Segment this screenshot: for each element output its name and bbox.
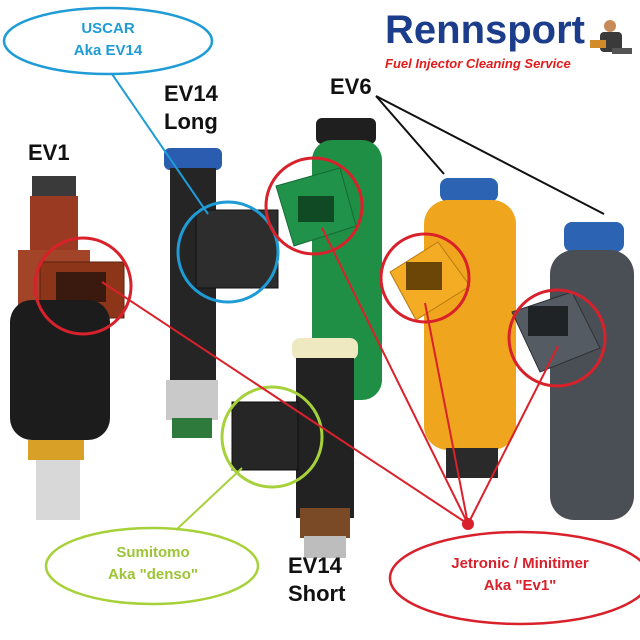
- label-ev1: EV1: [28, 140, 70, 165]
- sumitomo-connector-circle: [220, 385, 324, 489]
- jetronic-line1: Jetronic / Minitimer: [451, 555, 589, 572]
- uscar-line2: Aka EV14: [73, 42, 143, 59]
- uscar-pointer-line: [111, 73, 209, 215]
- label-ev6: EV6: [330, 74, 372, 99]
- label-ev14-long-line1: EV14: [164, 81, 218, 106]
- label-ev14-short-line2: Short: [288, 581, 346, 606]
- brand-tagline: Fuel Injector Cleaning Service: [385, 56, 571, 71]
- jetronic-hub-dot: [462, 518, 474, 530]
- jetronic-bubble: [388, 530, 640, 626]
- ev6-grey-injector: [511, 222, 634, 520]
- jetronic-text: Jetronic / Minitimer Aka "Ev1": [398, 553, 640, 597]
- jetronic-line2: Aka "Ev1": [483, 577, 557, 594]
- ev6-grey-connector-circle: [507, 288, 607, 388]
- label-ev14-short-line1: EV14: [288, 553, 342, 578]
- ev6-green-connector-circle: [264, 156, 364, 256]
- uscar-line1: USCAR: [81, 20, 135, 37]
- ev14-long-injector: [164, 148, 279, 438]
- ev6-pointer-lines: [375, 95, 605, 215]
- mechanic-icon: [590, 20, 632, 54]
- ev6-yellow-connector-circle: [379, 232, 471, 324]
- ev6-yellow-injector: [389, 178, 516, 478]
- ev1-connector-circle: [33, 236, 133, 336]
- uscar-connector-circle: [176, 200, 280, 304]
- uscar-bubble: [2, 6, 214, 76]
- label-ev14-long-line2: Long: [164, 109, 218, 134]
- brand-block: Rennsport Fuel Injector Cleaning Service: [385, 8, 585, 71]
- brand-logo: Rennsport: [385, 8, 585, 52]
- sumitomo-line1: Sumitomo: [116, 544, 190, 561]
- jetronic-pointer-lines: [101, 227, 559, 525]
- uscar-text: USCAR Aka EV14: [20, 18, 196, 62]
- label-ev14-short: EV14 Short: [288, 552, 345, 608]
- sumitomo-bubble: [44, 526, 260, 606]
- ev1-injector: [10, 176, 125, 520]
- label-ev14-long: EV14 Long: [164, 80, 218, 136]
- sumitomo-line2: Aka "denso": [107, 566, 199, 583]
- sumitomo-text: Sumitomo Aka "denso": [60, 542, 246, 586]
- ev6-green-injector: [275, 118, 382, 400]
- sumitomo-pointer-line: [175, 467, 243, 531]
- ev14-short-injector: [231, 338, 358, 558]
